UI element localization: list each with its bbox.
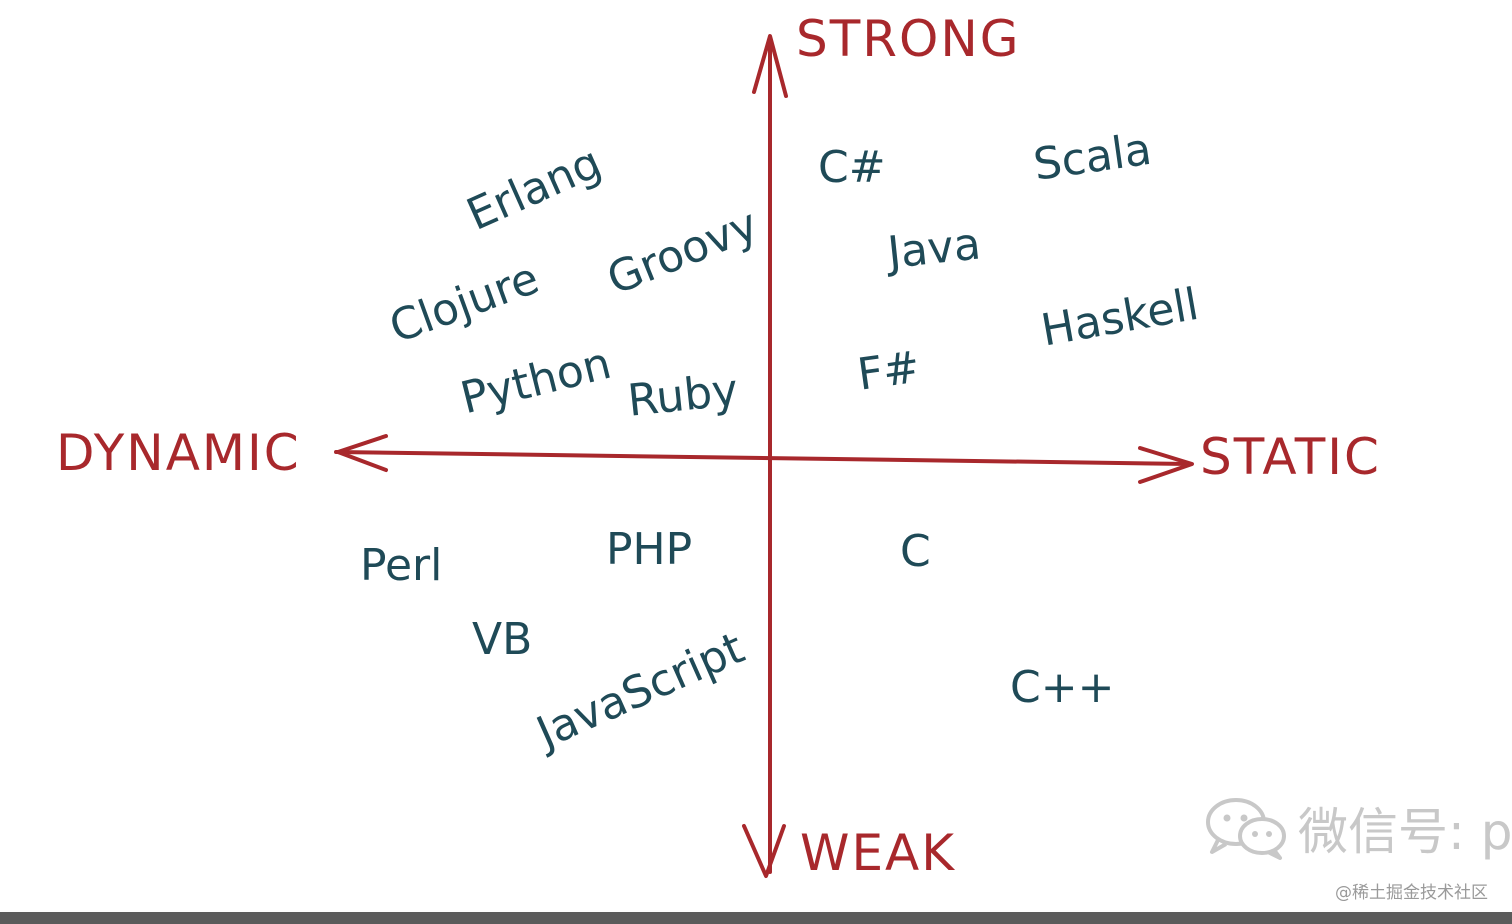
arrow-up [752,34,788,98]
arrow-right [1138,446,1194,484]
lang-vb: VB [472,614,533,665]
watermark-text: 微信号: py [1298,803,1512,860]
lang-php: PHP [606,524,693,575]
horizontal-axis [334,450,1192,466]
arrow-left [336,434,388,472]
lang-cpp: C++ [1010,662,1115,713]
axis-label-strong: STRONG [796,10,1021,68]
lang-csharp: C# [818,142,886,193]
watermark: 微信号: py [1202,796,1512,860]
axis-label-weak: WEAK [800,824,957,882]
lang-perl: Perl [360,540,443,591]
wechat-icon [1206,798,1286,860]
lang-c: C [900,526,931,577]
arrow-down [742,824,786,878]
lang-java: Java [885,218,984,279]
lang-fsharp: F# [854,341,924,401]
axis-label-dynamic: DYNAMIC [56,424,301,482]
axis-label-static: STATIC [1200,428,1381,486]
credit-text: @稀土掘金技术社区 [1335,883,1488,903]
bottom-bar [0,912,1512,924]
lang-ruby: Ruby [625,364,741,427]
